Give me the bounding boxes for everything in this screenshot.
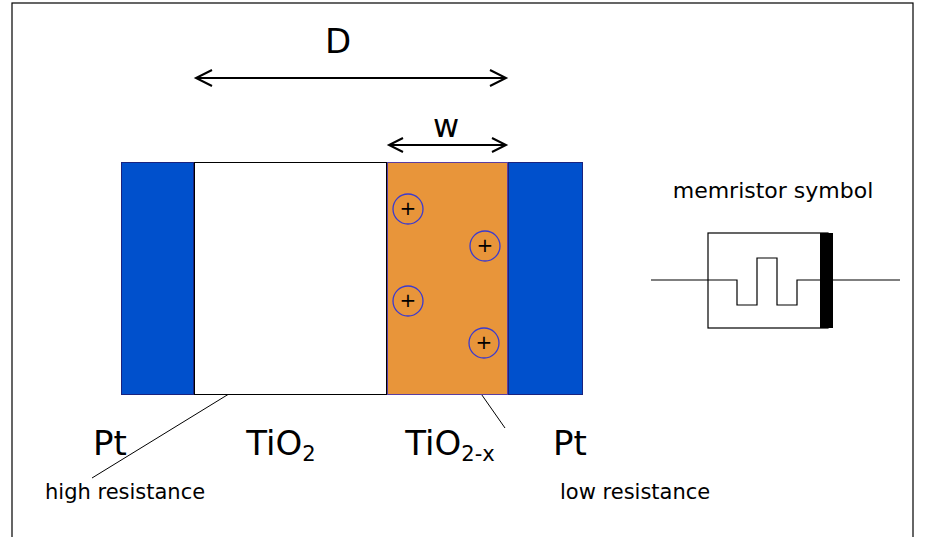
charge-sign: + [400, 198, 417, 218]
callout-label: low resistance [560, 482, 710, 503]
dimension-label: w [433, 110, 459, 142]
dimension-label: D [325, 24, 351, 58]
doped-layer: TiO2-x++++ [387, 162, 508, 395]
vacancy-circle: + [392, 193, 424, 225]
electrode: Pt [508, 162, 583, 395]
charge-sign: + [476, 332, 493, 352]
vacancy-circle: + [468, 327, 500, 359]
material-label: TiO2-x [405, 426, 494, 464]
material-label: Pt [93, 426, 127, 460]
callout-label: high resistance [45, 482, 205, 503]
charge-sign: + [400, 290, 417, 310]
oxide-layer: TiO2 [194, 162, 387, 395]
charge-sign: + [477, 235, 494, 255]
callout-label: memristor symbol [673, 180, 874, 202]
vacancy-circle: + [469, 230, 501, 262]
material-label: TiO2 [246, 426, 315, 464]
material-label: Pt [553, 426, 587, 460]
dimension-arrow-d [196, 70, 506, 86]
vacancy-circle: + [392, 285, 424, 317]
frame [12, 3, 913, 537]
electrode: Pt [121, 162, 194, 395]
memristor-symbol [651, 233, 900, 328]
